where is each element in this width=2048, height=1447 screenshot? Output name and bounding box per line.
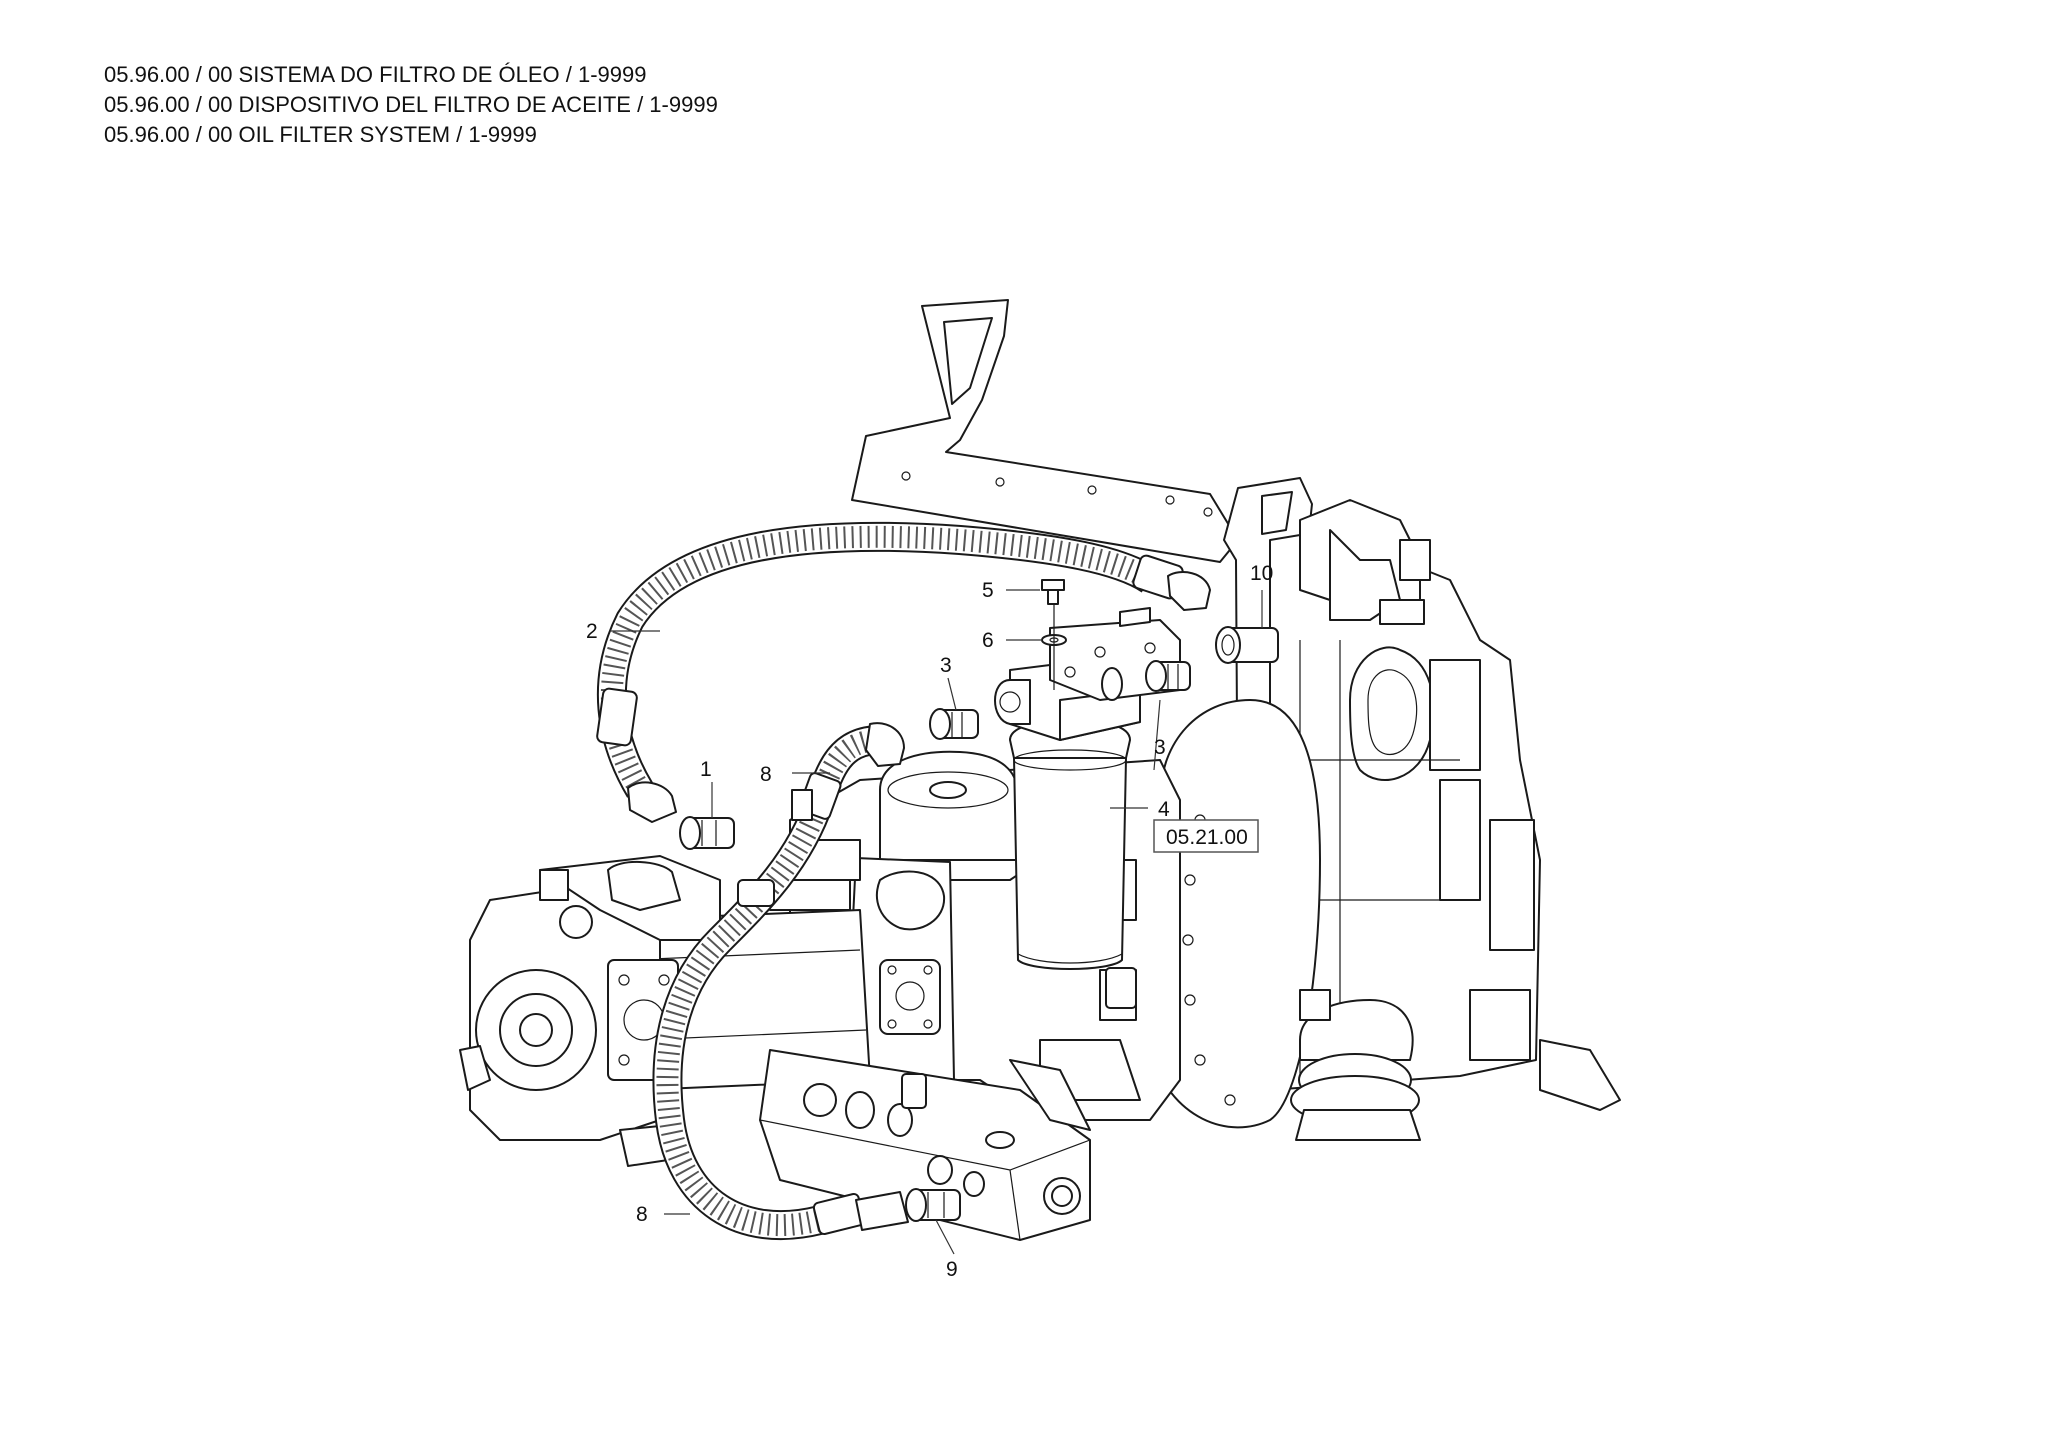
engine-block xyxy=(1269,499,1621,1111)
drawing-title-block: 05.96.00 / 00 SISTEMA DO FILTRO DE ÓLEO … xyxy=(104,60,718,150)
pump-clips xyxy=(737,789,1137,1109)
title-line-spanish: 05.96.00 / 00 DISPOSITIVO DEL FILTRO DE … xyxy=(104,92,718,117)
bolt-part-5 xyxy=(1041,579,1065,605)
callout-10: 10 xyxy=(1250,562,1273,585)
oil-filter xyxy=(1009,719,1131,970)
callout-6: 6 xyxy=(982,629,994,652)
callout-2: 2 xyxy=(586,620,598,643)
leader-lines xyxy=(610,589,1263,1255)
title-line-portuguese: 05.96.00 / 00 SISTEMA DO FILTRO DE ÓLEO … xyxy=(104,62,647,87)
hydraulic-pump-left xyxy=(459,855,721,1167)
callout-3-right: 3 xyxy=(1154,736,1166,759)
reference-box: 05.21.00 xyxy=(1153,819,1259,853)
mounting-bracket xyxy=(851,299,1239,563)
adapter-part-3-left xyxy=(929,708,979,740)
callouts: 1 2 3 3 4 5 6 8 8 9 10 xyxy=(586,562,1273,1281)
lower-manifold-block xyxy=(759,1049,1091,1241)
hose-part-2 xyxy=(596,521,1211,823)
hose-part-8 xyxy=(652,722,909,1241)
title-line-english: 05.96.00 / 00 OIL FILTER SYSTEM / 1-9999 xyxy=(104,122,537,147)
fitting-part-10 xyxy=(1215,626,1279,664)
callout-1: 1 xyxy=(700,758,712,781)
o-ring xyxy=(1101,667,1123,701)
tank-cap xyxy=(879,750,1020,861)
callout-9: 9 xyxy=(946,1258,958,1281)
callout-3-left: 3 xyxy=(940,654,952,677)
callout-8-upper: 8 xyxy=(760,763,772,786)
callout-5: 5 xyxy=(982,579,994,602)
reference-label: 05.21.00 xyxy=(1166,826,1248,849)
callout-4: 4 xyxy=(1158,798,1170,821)
fitting-part-1 xyxy=(679,816,735,850)
adapter-part-3-right xyxy=(1145,660,1191,692)
fitting-part-9 xyxy=(905,1188,961,1222)
callout-8-lower: 8 xyxy=(636,1203,648,1226)
control-valve-block xyxy=(845,857,955,1081)
engine-mount xyxy=(1290,989,1421,1141)
